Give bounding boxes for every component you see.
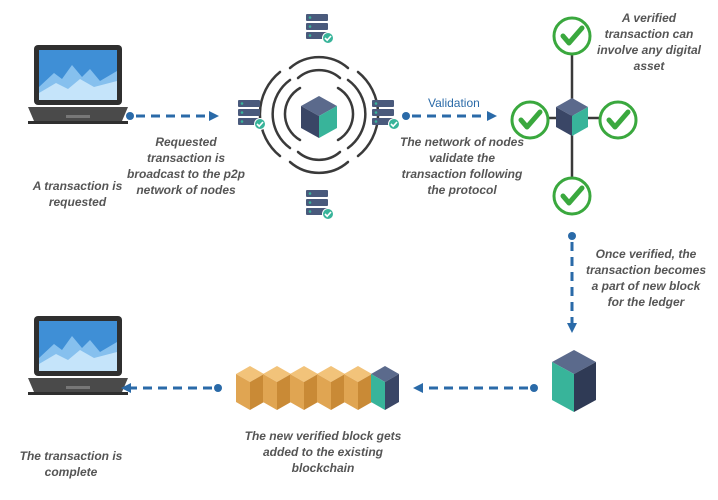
chain-block-right — [331, 374, 345, 410]
verified-cube-icon — [556, 98, 588, 136]
validation-label: Validation — [428, 96, 480, 110]
check-right-icon — [600, 102, 636, 138]
check-top-icon — [554, 18, 590, 54]
caption-transaction-complete: The transaction is complete — [19, 449, 123, 479]
caption-becomes-block: Once verified, the transaction becomes a… — [585, 247, 707, 309]
caption-block-added: The new verified block gets added to the… — [244, 429, 402, 475]
becomes-block-arrow — [567, 232, 577, 333]
check-left-icon — [512, 102, 548, 138]
chain-block-left — [236, 374, 250, 410]
caption-nodes-validate: The network of nodes validate the transa… — [400, 135, 525, 197]
server-bottom-icon — [305, 189, 335, 221]
laptop-complete-icon — [28, 316, 128, 395]
chain-new-block-left — [371, 374, 385, 410]
chain-new-block-right — [385, 374, 399, 410]
chain-block-right — [277, 374, 291, 410]
caption-transaction-requested: A transaction is requested — [32, 179, 123, 209]
caption-broadcast: Requested transaction is broadcast to th… — [126, 135, 245, 197]
caption-verified-any-asset: A verified transaction can involve any d… — [596, 11, 702, 73]
chain-block-left — [317, 374, 331, 410]
complete-arrow — [121, 383, 222, 393]
chain-block-left — [263, 374, 277, 410]
blockchain-icon — [236, 366, 399, 410]
validation-arrow — [402, 111, 497, 121]
add-to-chain-arrow — [413, 383, 538, 393]
chain-block-left — [344, 374, 358, 410]
chain-block-right — [250, 374, 264, 410]
chain-block-right — [358, 374, 372, 410]
broadcast-arrow — [126, 111, 219, 121]
chain-block-right — [304, 374, 318, 410]
p2p-node-cube-icon — [301, 96, 337, 138]
chain-block-left — [290, 374, 304, 410]
server-top-icon — [305, 13, 335, 45]
new-block-cube-icon — [552, 350, 596, 412]
check-bottom-icon — [554, 178, 590, 214]
laptop-requester-icon — [28, 45, 128, 124]
